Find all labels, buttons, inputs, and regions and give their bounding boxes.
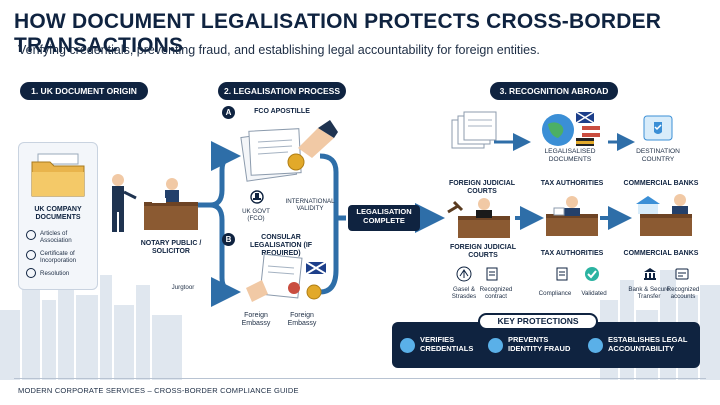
consular-documents-illustration	[246, 253, 327, 302]
foreign-embassy-label-1: Foreign Embassy	[241, 312, 271, 328]
document-icon	[26, 230, 36, 240]
legalisation-complete-badge: LEGALISATION COMPLETE	[348, 205, 420, 231]
section-recognition-pill: 3. RECOGNITION ABROAD	[490, 82, 618, 100]
globe-icon	[542, 111, 600, 146]
notary-label: NOTARY PUBLIC / SOLICITOR	[140, 240, 202, 256]
footer-divider	[14, 378, 706, 379]
step-b-badge: B	[222, 233, 235, 246]
uk-govt-label: UK GOVT (FCO)	[242, 208, 270, 223]
section-origin-pill: 1. UK DOCUMENT ORIGIN	[20, 82, 148, 100]
tax-office-scene-illustration	[546, 196, 598, 236]
banks-item-2: Recognized accounts	[666, 286, 700, 301]
protection-prevents-fraud: PREVENTS IDENTITY FRAUD	[508, 335, 571, 353]
top-heading-courts: FOREIGN JUDICIAL COURTS	[448, 180, 516, 196]
step-a-badge: A	[222, 106, 235, 119]
validated-check-icon	[585, 267, 599, 281]
accounts-icon	[675, 268, 689, 280]
section-process-pill: 2. LEGALISATION PROCESS	[218, 82, 346, 100]
fco-apostille-label: FCO APOSTILLE	[254, 108, 310, 115]
top-heading-banks: COMMERCIAL BANKS	[623, 180, 699, 187]
tax-item-1: Compliance	[538, 290, 572, 297]
certificate-icon	[26, 250, 36, 260]
bank-icon	[644, 268, 656, 280]
courts-item-2: Recognized contract	[479, 286, 513, 301]
banks-item-1: Bank & Secure Transfer	[628, 286, 670, 301]
footer-text: MODERN CORPORATE SERVICES – CROSS-BORDER…	[18, 386, 299, 395]
courts-label: FOREIGN JUDICIAL COURTS	[449, 244, 517, 260]
page-title: HOW DOCUMENT LEGALISATION PROTECTS CROSS…	[14, 10, 662, 57]
signatory-label: Jurgtoor	[171, 284, 195, 291]
destination-country-label: DESTINATION COUNTRY	[636, 148, 680, 163]
key-protections-title: KEY PROTECTIONS	[478, 313, 598, 330]
users-icon	[26, 268, 36, 278]
consular-legalisation-label: CONSULAR LEGALISATION (IF REQUIRED)	[249, 234, 313, 258]
protection-verifies: VERIFIES CREDENTIALS	[420, 335, 474, 353]
apostille-documents-illustration	[240, 120, 338, 182]
contract-icon	[486, 267, 498, 281]
foreign-embassy-label-2: Foreign Embassy	[287, 312, 317, 328]
uk-company-documents-label: UK COMPANY DOCUMENTS	[34, 206, 82, 222]
notary-scene-illustration	[112, 174, 198, 232]
tax-label: TAX AUTHORITIES	[540, 250, 604, 257]
gavel-icon	[588, 338, 603, 353]
tax-item-2: Validated	[581, 290, 607, 297]
banks-label: COMMERCIAL BANKS	[623, 250, 699, 257]
legalised-documents-label: LEGALISALISED DOCUMENTS	[544, 148, 596, 163]
bank-scene-illustration	[636, 194, 692, 236]
document-stack-icon	[451, 111, 497, 149]
international-validity-label: INTERNATIONAL VALIDITY	[285, 198, 335, 213]
scales-icon	[456, 266, 472, 282]
court-scene-illustration	[447, 198, 510, 238]
page-subtitle: Verifying credentials, preventing fraud,…	[18, 43, 540, 57]
top-heading-tax: TAX AUTHORITIES	[540, 180, 604, 187]
user-check-icon	[488, 338, 503, 353]
origin-item-articles: Articles of Association	[40, 230, 72, 245]
folder-icon	[31, 153, 85, 197]
origin-item-resolution: Resolution	[40, 270, 70, 277]
protection-accountability: ESTABLISHES LEGAL ACCOUNTABILITY	[608, 335, 688, 353]
courts-item-1: Gasel & Strasdes	[451, 286, 477, 301]
shield-check-icon	[643, 115, 673, 141]
compliance-document-icon	[556, 267, 568, 281]
stamp-icon	[250, 190, 264, 204]
shield-check-icon	[400, 338, 415, 353]
origin-item-certificate: Certificate of Incorporation	[40, 250, 77, 265]
